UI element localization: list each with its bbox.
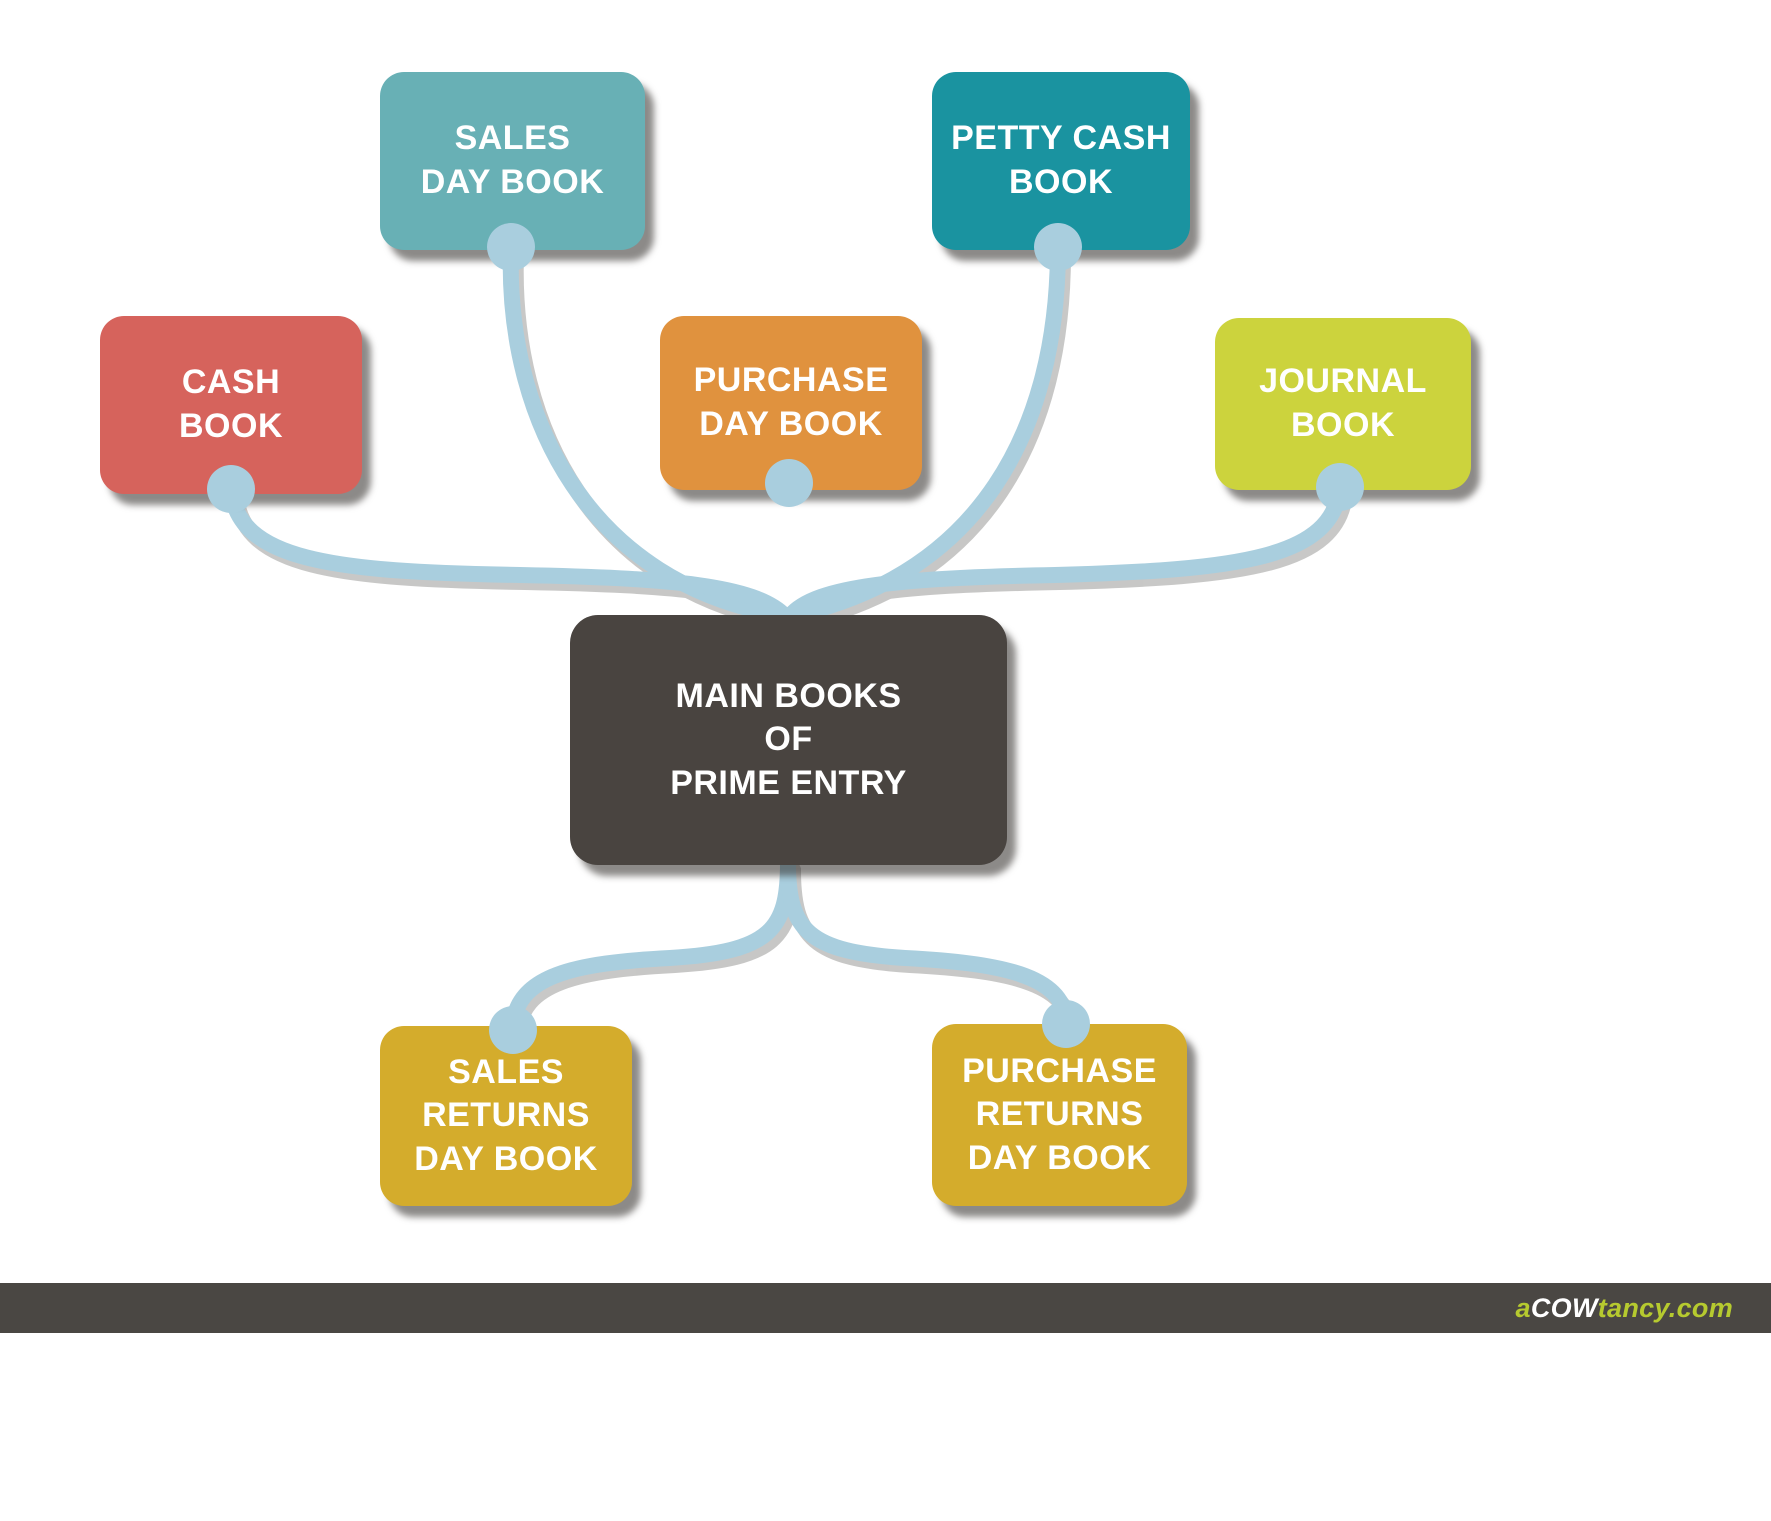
brand-logo: aCOWtancy.com (1516, 1293, 1733, 1324)
node-purchase-day-book: PURCHASE DAY BOOK (660, 316, 922, 490)
brand-logo-mid: COW (1530, 1292, 1598, 1323)
brand-logo-domain: .com (1668, 1292, 1733, 1323)
connector-shadow (510, 862, 801, 1043)
connector-main-to-purchase-returns (780, 855, 1074, 1030)
connector-shadow (228, 488, 798, 631)
connector-main-to-sales-returns (505, 855, 796, 1036)
node-label: MAIN BOOKS OF PRIME ENTRY (670, 676, 907, 802)
node-label: PURCHASE RETURNS DAY BOOK (962, 1051, 1157, 1177)
node-label: SALES RETURNS DAY BOOK (414, 1052, 598, 1178)
connector-journal-to-main (782, 479, 1348, 624)
footer-bar: aCOWtancy.com (0, 1283, 1771, 1333)
node-main-books-of-prime-entry: MAIN BOOKS OF PRIME ENTRY (570, 615, 1007, 865)
brand-logo-suffix: tancy (1597, 1292, 1669, 1323)
node-cash-book: CASH BOOK (100, 316, 362, 494)
node-label: CASH BOOK (179, 363, 283, 445)
brand-logo-prefix: a (1515, 1292, 1531, 1323)
node-label: PURCHASE DAY BOOK (693, 361, 889, 443)
node-label: PETTY CASH BOOK (951, 119, 1171, 201)
node-sales-day-book: SALES DAY BOOK (380, 72, 645, 250)
node-petty-cash-book: PETTY CASH BOOK (932, 72, 1190, 250)
node-label: SALES DAY BOOK (420, 119, 605, 201)
node-journal-book: JOURNAL BOOK (1215, 318, 1471, 490)
node-sales-returns-day-book: SALES RETURNS DAY BOOK (380, 1026, 632, 1206)
node-purchase-returns-day-book: PURCHASE RETURNS DAY BOOK (932, 1024, 1187, 1206)
node-label: JOURNAL BOOK (1259, 362, 1427, 444)
connector-shadow (787, 486, 1353, 631)
connector-shadow (785, 862, 1079, 1037)
connector-cash-to-main (223, 481, 793, 624)
